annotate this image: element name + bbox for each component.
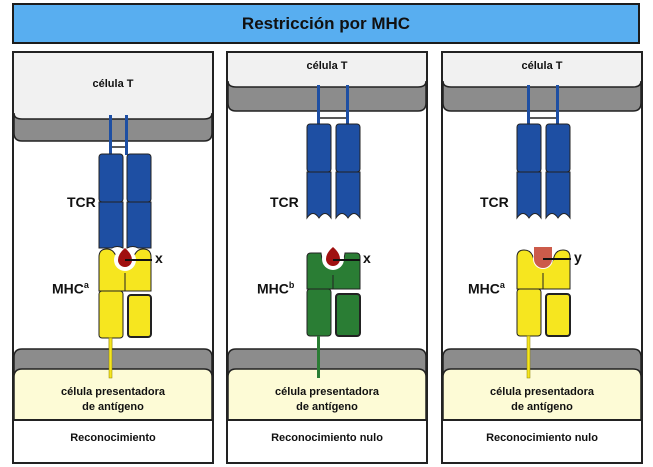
apc-body <box>13 368 213 421</box>
t-cell-label: célula T <box>306 60 348 72</box>
result-label: Reconocimiento <box>70 432 156 444</box>
t-cell-body <box>14 53 212 119</box>
peptide-x <box>118 248 132 267</box>
peptide-y <box>534 247 552 268</box>
tcr-stalk-left <box>109 115 112 155</box>
tcr-alpha-constant <box>98 153 124 203</box>
tcr-beta-variable <box>545 171 571 220</box>
panel-1-graphic <box>12 51 214 464</box>
tcr-stalk-left <box>527 85 530 125</box>
tcr-stalk-right <box>125 115 128 155</box>
tcr-alpha-variable <box>306 171 332 220</box>
mhc-b-stalk <box>317 336 320 378</box>
mhc-b-alpha3 <box>306 288 332 337</box>
t-cell-membrane <box>442 80 642 112</box>
mhc-a-beta2m <box>545 293 571 337</box>
title-bar: Restricción por MHC <box>12 3 640 44</box>
tcr-beta-variable <box>126 201 152 249</box>
mhc-a-stalk <box>526 335 531 379</box>
t-cell-body <box>228 53 426 87</box>
tcr-alpha-constant <box>516 123 542 173</box>
tcr-label: TCR <box>67 194 96 210</box>
t-cell-label: célula T <box>521 60 563 72</box>
panel-3-graphic <box>441 51 643 464</box>
mhc-b-beta2m <box>335 293 361 337</box>
apc-body <box>227 368 427 421</box>
panel-2-graphic <box>226 51 428 464</box>
tcr-beta-constant <box>126 153 152 203</box>
mhc-superscript: b <box>288 280 295 290</box>
mhc-label: MHCa <box>468 280 505 297</box>
t-cell-membrane <box>227 80 427 112</box>
tcr-alpha-variable <box>98 201 124 249</box>
peptide-label: y <box>574 249 582 265</box>
apc-body <box>442 368 642 421</box>
mhc-label: MHCb <box>257 280 295 297</box>
tcr-stalk-left <box>317 85 320 125</box>
mhc-label: MHCa <box>52 280 89 297</box>
result-label: Reconocimiento nulo <box>271 432 383 444</box>
mhc-superscript: a <box>499 280 505 290</box>
mhc-a-alpha3 <box>516 288 542 337</box>
tcr-beta-constant <box>545 123 571 173</box>
mhc-a-alpha3 <box>98 290 124 339</box>
diagram-title: Restricción por MHC <box>241 13 411 33</box>
peptide-x <box>326 247 340 266</box>
tcr-beta-variable <box>335 171 361 220</box>
tcr-stalk-right <box>556 85 559 125</box>
tcr-stalk-right <box>346 85 349 125</box>
tcr-label: TCR <box>270 194 299 210</box>
result-label: Reconocimiento nulo <box>486 432 598 444</box>
t-cell-label: célula T <box>92 78 134 90</box>
t-cell-body <box>443 53 641 87</box>
mhc-superscript: a <box>83 280 89 290</box>
peptide-label: x <box>363 250 371 266</box>
tcr-alpha-variable <box>516 171 542 220</box>
mhc-a-beta2m <box>127 294 152 338</box>
tcr-beta-constant <box>335 123 361 173</box>
peptide-label: x <box>155 250 163 266</box>
tcr-label: TCR <box>480 194 509 210</box>
tcr-alpha-constant <box>306 123 332 173</box>
t-cell-membrane <box>13 112 213 142</box>
